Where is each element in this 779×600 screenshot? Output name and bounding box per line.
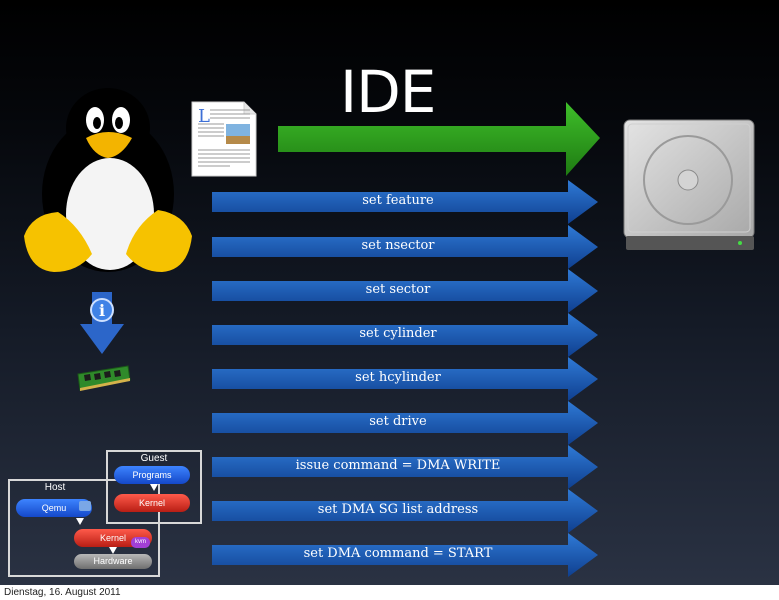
hardware-label: Hardware [93, 556, 133, 566]
kvm-badge: kvm [131, 537, 150, 548]
command-arrow: set hcylinder [212, 357, 598, 403]
command-arrow: set feature [212, 180, 598, 226]
command-arrow: set DMA SG list address [212, 489, 598, 535]
command-label: set nsector [361, 238, 435, 253]
hard-drive-icon [623, 119, 755, 250]
command-arrow-shape [212, 533, 598, 577]
qemu-to-kernel-arrow [76, 518, 84, 525]
command-label: set drive [369, 414, 427, 429]
command-arrow-shape [212, 489, 598, 533]
command-label: set cylinder [359, 326, 437, 341]
command-label: set hcylinder [355, 370, 441, 385]
slide-title: IDE [340, 58, 436, 126]
command-arrow-shape [212, 269, 598, 313]
command-arrow: set DMA command = START [212, 533, 598, 579]
kernel-to-hardware-arrow [109, 547, 117, 554]
info-arrow-icon: i [80, 292, 124, 354]
command-arrow-shape [212, 313, 598, 357]
command-arrow: set nsector [212, 225, 598, 271]
command-label: set DMA SG list address [317, 502, 479, 517]
ram-module-icon [77, 365, 131, 391]
command-arrow-shape [212, 225, 598, 269]
command-arrow: issue command = DMA WRITE [212, 445, 598, 491]
command-arrow-shape [212, 401, 598, 445]
qemu-pill: Qemu [16, 499, 92, 517]
command-label: issue command = DMA WRITE [295, 458, 501, 473]
command-label: set feature [362, 193, 434, 208]
programs-to-kernel-arrow [150, 484, 158, 491]
command-arrow-shape [212, 180, 598, 224]
svg-text:i: i [99, 301, 105, 320]
guest-kernel-pill: Kernel [114, 494, 190, 512]
command-label: set DMA command = START [303, 546, 493, 561]
programs-pill: Programs [114, 466, 190, 484]
host-box: Host [8, 479, 160, 577]
command-arrow: set cylinder [212, 313, 598, 359]
command-label: set sector [365, 282, 431, 297]
qemu-drive-icon [79, 501, 91, 511]
slide: IDE L [0, 0, 779, 585]
document-icon: L [191, 101, 257, 177]
host-label: Host [44, 482, 66, 493]
command-arrow-shape [212, 357, 598, 401]
footer-date: Dienstag, 16. August 2011 [4, 587, 121, 598]
command-arrow: set sector [212, 269, 598, 315]
svg-text:L: L [198, 106, 210, 127]
hardware-pill: Hardware [74, 554, 152, 569]
command-arrow: set drive [212, 401, 598, 447]
command-arrow-shape [212, 445, 598, 489]
write-direction-arrow [278, 102, 600, 176]
tux-penguin-icon [24, 88, 192, 272]
guest-box: Guest [106, 450, 202, 524]
guest-label: Guest [140, 453, 168, 464]
host-kernel-label: Kernel [99, 533, 126, 543]
